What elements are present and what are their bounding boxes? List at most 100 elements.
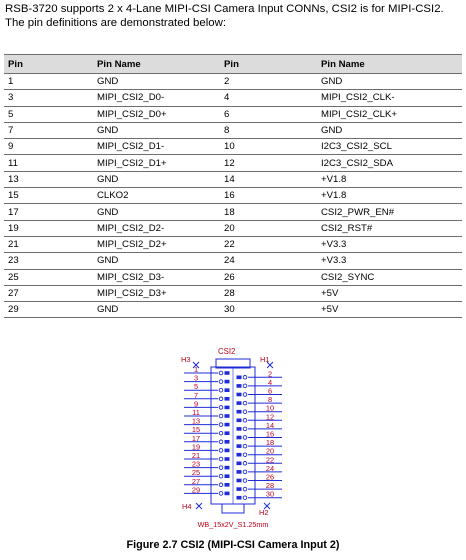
right-pin-contact <box>236 418 242 423</box>
pin-name-cell: GND <box>93 73 220 91</box>
h4-mark <box>195 502 203 510</box>
left-pin-number: 11 <box>192 408 200 417</box>
pin-number-cell: 18 <box>220 203 317 221</box>
figure-caption: Figure 2.7 CSI2 (MIPI-CSI Camera Input 2… <box>126 539 340 551</box>
pin-number-cell: 17 <box>4 203 93 221</box>
pin-number-cell: 23 <box>4 252 93 270</box>
right-pin-pad <box>242 495 248 500</box>
pin-name-cell: MIPI_CSI2_D1+ <box>93 154 220 172</box>
left-pin-pad <box>218 439 224 445</box>
right-pin-pad <box>242 426 248 432</box>
pin-number-cell: 3 <box>4 89 93 107</box>
left-pin-number: 5 <box>194 382 198 391</box>
right-pin-number: 28 <box>266 481 274 490</box>
right-pin-contact <box>236 392 242 397</box>
right-pin-contact <box>236 427 242 431</box>
right-pin-number: 24 <box>266 464 274 473</box>
left-pin-pad <box>218 448 224 453</box>
pin-name-cell: MIPI_CSI2_CLK+ <box>317 106 462 123</box>
left-pin-contact <box>224 405 230 410</box>
left-pin-contact <box>224 422 230 427</box>
left-pin-pad <box>218 422 224 427</box>
right-pin-contact <box>236 401 242 405</box>
pin-name-cell: +V1.8 <box>317 171 462 189</box>
right-pin-contact <box>236 487 242 491</box>
pin-number-cell: 26 <box>220 269 317 286</box>
left-pin-number: 9 <box>194 399 198 408</box>
pin-number-cell: 6 <box>220 106 317 123</box>
right-pin-pad <box>242 461 248 466</box>
pin-number-cell: 24 <box>220 252 317 270</box>
pin-number-cell: 25 <box>4 269 93 286</box>
right-pin-contact <box>236 452 242 457</box>
pin-name-cell: MIPI_CSI2_D3+ <box>93 285 220 303</box>
pin-name-cell: I2C3_CSI2_SCL <box>317 138 462 156</box>
left-pin-number: 13 <box>192 417 200 426</box>
left-pin-number: 25 <box>192 468 200 477</box>
pin-number-cell: 8 <box>220 122 317 140</box>
right-pin-pad <box>242 435 248 440</box>
left-pin-pad <box>218 387 224 393</box>
pin-number-cell: 7 <box>4 122 93 140</box>
left-pin-contact <box>224 379 230 384</box>
right-pin-contact <box>236 461 242 466</box>
pin-number-cell: 29 <box>4 301 93 319</box>
left-pin-number: 15 <box>192 425 200 434</box>
pin-name-cell: GND <box>93 301 220 319</box>
pin-name-cell: +5V <box>317 285 462 303</box>
pin-number-cell: 28 <box>220 285 317 303</box>
right-pin-number: 14 <box>266 421 274 430</box>
h1-mark <box>266 361 274 369</box>
pin-number-cell: 2 <box>220 73 317 91</box>
left-pin-pad <box>218 379 224 384</box>
right-pin-number: 4 <box>268 378 272 387</box>
left-pin-number: 23 <box>192 460 200 469</box>
left-pin-contact <box>224 431 230 435</box>
left-pin-contact <box>224 491 230 496</box>
left-pin-pad <box>218 413 224 419</box>
left-pin-pad <box>218 473 224 479</box>
connector-bottom-tab <box>221 503 245 514</box>
pin-name-cell: +V1.8 <box>317 187 462 205</box>
pin-name-cell: GND <box>317 73 462 91</box>
right-pin-contact <box>236 384 242 388</box>
right-pin-number: 10 <box>266 404 274 413</box>
right-pin-pad <box>242 392 248 397</box>
pin-number-cell: 21 <box>4 236 93 254</box>
pin-number-cell: 4 <box>220 89 317 107</box>
pin-name-cell: I2C3_CSI2_SDA <box>317 154 462 172</box>
pin-number-cell: 19 <box>4 220 93 237</box>
right-pin-pad <box>242 443 248 449</box>
right-pin-number: 8 <box>268 395 272 404</box>
right-pin-number: 16 <box>266 430 274 439</box>
pin-name-cell: MIPI_CSI2_D0- <box>93 89 220 107</box>
right-pin-number: 22 <box>266 455 274 464</box>
pin-number-cell: 16 <box>220 187 317 205</box>
left-pin-contact <box>224 457 230 461</box>
pin-number-cell: 30 <box>220 301 317 319</box>
pin-number-cell: 14 <box>220 171 317 189</box>
right-pin-number: 2 <box>268 369 272 378</box>
left-pin-contact <box>224 414 230 418</box>
h2-mark <box>263 502 271 510</box>
pin-number-cell: 27 <box>4 285 93 303</box>
right-pin-contact <box>236 470 242 474</box>
pin-name-cell: MIPI_CSI2_D0+ <box>93 106 220 123</box>
right-pin-pad <box>242 400 248 406</box>
left-pin-number: 7 <box>194 391 198 400</box>
pin-number-cell: 13 <box>4 171 93 189</box>
pin-name-cell: CSI2_PWR_EN# <box>317 203 462 221</box>
right-pin-number: 6 <box>268 387 272 396</box>
pin-name-cell: MIPI_CSI2_D3- <box>93 269 220 286</box>
left-pin-pad <box>218 456 224 462</box>
intro-paragraph: RSB-3720 supports 2 x 4-Lane MIPI-CSI Ca… <box>5 3 444 29</box>
pin-name-cell: GND <box>93 122 220 140</box>
pin-name-cell: GND <box>93 203 220 221</box>
